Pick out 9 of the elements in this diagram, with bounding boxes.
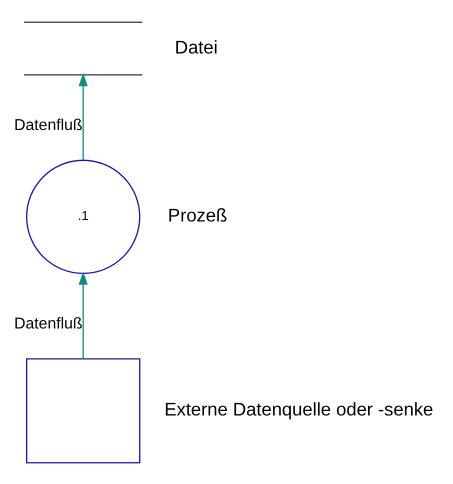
arrow <box>78 72 88 160</box>
node-label: Datei <box>174 36 218 57</box>
node-label: Externe Datenquelle oder -senke <box>164 398 434 420</box>
arrow <box>78 271 88 358</box>
edge-label: Datenfluß <box>14 116 83 134</box>
node-label: Prozeß <box>168 204 228 226</box>
node-box <box>26 358 140 463</box>
edge-label: Datenfluß <box>14 315 83 332</box>
node-circle: .1 <box>26 159 140 274</box>
